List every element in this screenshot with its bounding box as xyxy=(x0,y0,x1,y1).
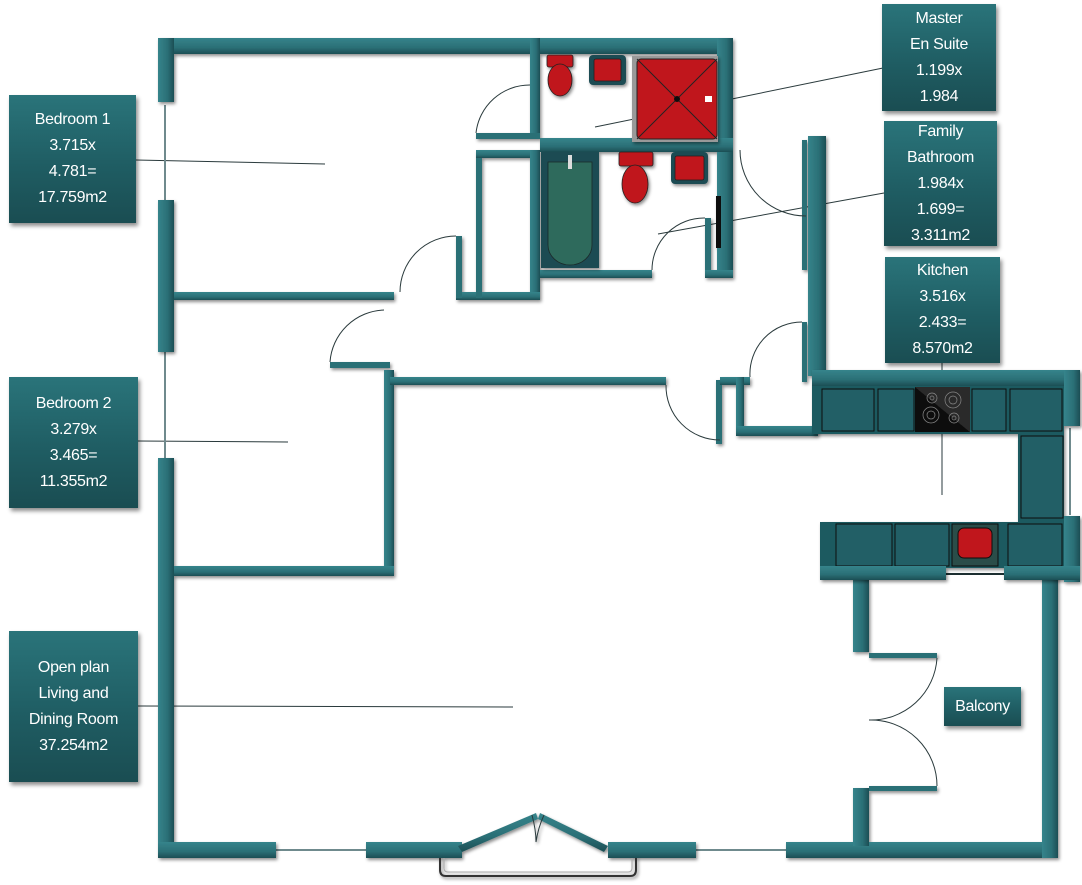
windows xyxy=(164,105,1071,851)
room-area: 11.355m2 xyxy=(39,472,108,490)
room-name-line3: Dining Room xyxy=(28,710,119,728)
room-area: 8.570m2 xyxy=(912,340,973,357)
toilet-bowl xyxy=(547,63,573,97)
room-name: Bedroom 1 xyxy=(34,111,111,128)
label-bedroom-2: Bedroom 2 3.279x 3.465= 11.355m2 xyxy=(9,377,138,508)
room-name: Bedroom 2 xyxy=(35,394,112,412)
bathroom-fixtures xyxy=(541,151,708,268)
room-width: 3.715x xyxy=(49,137,96,154)
room-name-line2: En Suite xyxy=(909,35,969,53)
room-width: 3.516x xyxy=(919,288,966,305)
room-name: Kitchen xyxy=(916,262,969,279)
en-suite-fixtures xyxy=(546,54,718,142)
label-bedroom-1: Bedroom 1 3.715x 4.781= 17.759m2 xyxy=(9,95,136,223)
room-length: 1.699= xyxy=(916,200,965,218)
basin xyxy=(674,155,705,181)
basin xyxy=(593,58,622,82)
room-name-line1: Master xyxy=(915,9,963,27)
room-length: 3.465= xyxy=(49,446,98,464)
walls xyxy=(158,38,1058,877)
label-master-en-suite: Master En Suite 1.199x 1.984 xyxy=(882,4,996,111)
room-name-line2: Bathroom xyxy=(907,148,974,166)
room-name-line2: Living and xyxy=(38,684,109,702)
room-width: 1.199x xyxy=(915,61,963,79)
bath-tub xyxy=(547,161,593,266)
room-length: 1.984 xyxy=(919,87,959,105)
room-area: 17.759m2 xyxy=(38,189,107,206)
room-length: 2.433= xyxy=(918,314,967,331)
room-name-line1: Family xyxy=(917,122,964,140)
toilet-bowl xyxy=(621,164,649,204)
sink xyxy=(957,527,993,559)
room-width: 1.984x xyxy=(917,174,964,192)
room-name-line1: Open plan xyxy=(37,658,110,676)
label-family-bathroom: Family Bathroom 1.984x 1.699= 3.311m2 xyxy=(884,121,997,246)
door-swings xyxy=(329,84,938,787)
room-area: 37.254m2 xyxy=(39,736,108,754)
label-kitchen: Kitchen 3.516x 2.433= 8.570m2 xyxy=(885,257,1000,363)
label-living-dining: Open plan Living and Dining Room 37.254m… xyxy=(9,631,138,782)
room-length: 4.781= xyxy=(48,163,97,180)
room-width: 3.279x xyxy=(50,420,97,438)
label-balcony: Balcony xyxy=(944,687,1021,726)
room-area: 3.311m2 xyxy=(911,226,970,244)
room-name: Balcony xyxy=(955,697,1010,715)
toilet-cistern xyxy=(618,151,654,167)
kitchen-units xyxy=(812,370,1080,582)
